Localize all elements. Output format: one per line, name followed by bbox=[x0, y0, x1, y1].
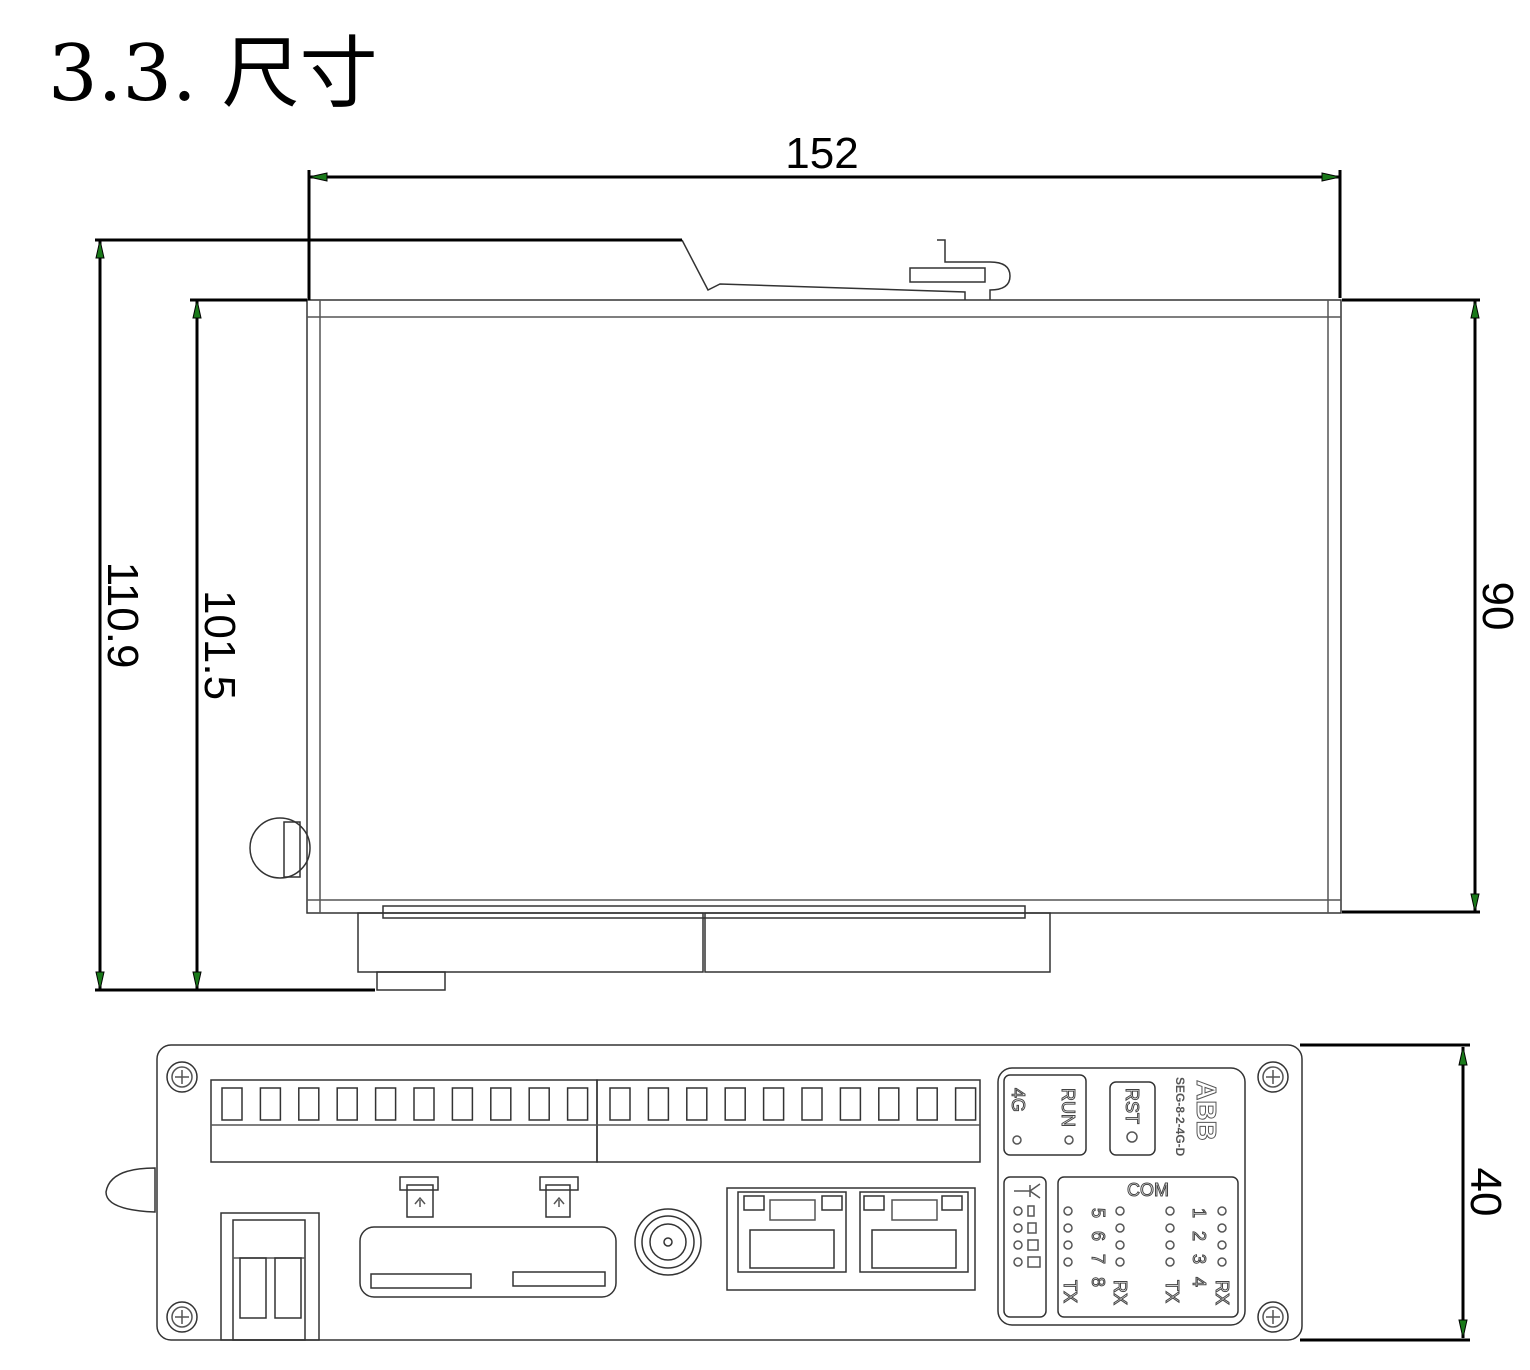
com-led bbox=[1165, 1206, 1175, 1216]
status-panel: RUN 4G RST SEG-8-2-4G-D ABB COM 1 2 3 4 … bbox=[997, 1067, 1246, 1326]
terminal-block-left bbox=[357, 912, 704, 973]
antenna-connector bbox=[634, 1208, 702, 1276]
dim-line-40 bbox=[1300, 1043, 1470, 1342]
terminal-screw bbox=[609, 1087, 631, 1121]
terminal-screw bbox=[374, 1087, 397, 1121]
dim-line-101-5 bbox=[190, 298, 307, 990]
signal-bar bbox=[1027, 1205, 1035, 1217]
power-connector-side bbox=[376, 971, 446, 991]
terminal-screw bbox=[839, 1087, 862, 1121]
din-clip bbox=[681, 239, 966, 300]
reset-knob-side bbox=[249, 817, 311, 879]
rx-label-left: RX bbox=[1110, 1280, 1130, 1305]
com-box bbox=[1057, 1176, 1239, 1318]
top-view bbox=[249, 239, 1342, 991]
com-led bbox=[1217, 1223, 1227, 1233]
terminal-screw bbox=[490, 1087, 512, 1121]
signal-bar bbox=[1027, 1222, 1037, 1234]
terminal-screw bbox=[566, 1087, 589, 1121]
dim-label-152: 152 bbox=[785, 129, 858, 178]
dim-label-110-9: 110.9 bbox=[98, 562, 147, 669]
screw-icon bbox=[1257, 1301, 1289, 1333]
terminal-screw bbox=[298, 1087, 320, 1121]
screw-icon bbox=[166, 1301, 198, 1333]
ethernet-ports bbox=[726, 1187, 976, 1291]
com-title: COM bbox=[1127, 1180, 1169, 1200]
model-label: SEG-8-2-4G-D bbox=[1173, 1077, 1187, 1157]
front-view: RUN 4G RST SEG-8-2-4G-D ABB COM 1 2 3 4 … bbox=[105, 1044, 1303, 1341]
screw-icon bbox=[1257, 1061, 1289, 1093]
signal-box bbox=[1003, 1176, 1047, 1318]
dim-label-101-5: 101.5 bbox=[195, 590, 244, 700]
reset-button[interactable] bbox=[1109, 1081, 1156, 1156]
terminal-screw bbox=[336, 1087, 358, 1121]
tx-label-right: TX bbox=[1162, 1280, 1182, 1303]
terminal-screw bbox=[451, 1087, 474, 1121]
front-panel-outline bbox=[156, 1044, 1303, 1341]
terminal-block-right bbox=[704, 912, 1051, 973]
abb-logo: ABB bbox=[1191, 1080, 1222, 1141]
dimension-arrows bbox=[95, 172, 1480, 1339]
led-box bbox=[1003, 1074, 1087, 1156]
com-led bbox=[1217, 1206, 1227, 1216]
com-led bbox=[1063, 1223, 1073, 1233]
terminal-screw bbox=[801, 1087, 823, 1121]
terminal-screw bbox=[954, 1087, 977, 1121]
signal-led bbox=[1013, 1240, 1023, 1250]
screw-icon bbox=[166, 1061, 198, 1093]
com-led bbox=[1165, 1257, 1175, 1267]
dim-line-152 bbox=[307, 170, 1342, 300]
dimension-lines: 152 110.9 101.5 90 40 bbox=[95, 129, 1522, 1342]
terminal-row bbox=[210, 1079, 981, 1163]
com-ports-1-4: 1 2 3 4 bbox=[1189, 1208, 1209, 1291]
com-led bbox=[1217, 1240, 1227, 1250]
com-led bbox=[1115, 1257, 1125, 1267]
com-led bbox=[1217, 1257, 1227, 1267]
led-4g-label: 4G bbox=[1008, 1088, 1028, 1112]
terminal-screw bbox=[762, 1087, 785, 1121]
terminal-screw bbox=[724, 1087, 746, 1121]
screws bbox=[166, 1061, 1289, 1333]
com-led bbox=[1063, 1240, 1073, 1250]
com-led bbox=[1115, 1240, 1125, 1250]
din-latch bbox=[909, 239, 1011, 300]
knob-front bbox=[105, 1167, 156, 1213]
terminal-screw bbox=[878, 1087, 900, 1121]
led-run-label: RUN bbox=[1058, 1088, 1078, 1127]
com-led bbox=[1165, 1240, 1175, 1250]
terminal-screw bbox=[259, 1087, 282, 1121]
sd-card-slots bbox=[359, 1176, 617, 1298]
signal-led bbox=[1013, 1206, 1023, 1216]
body-inner-lines bbox=[307, 300, 1341, 913]
dim-label-90: 90 bbox=[1473, 582, 1522, 631]
power-connector bbox=[220, 1212, 320, 1341]
section-title: 3.3. 尺寸 bbox=[48, 29, 378, 119]
com-ports-5-8: 5 6 7 8 bbox=[1088, 1208, 1108, 1291]
signal-led bbox=[1013, 1223, 1023, 1233]
tx-label-left: TX bbox=[1060, 1280, 1080, 1303]
com-led bbox=[1165, 1223, 1175, 1233]
dim-label-40: 40 bbox=[1461, 1168, 1510, 1217]
terminal-screw bbox=[413, 1087, 435, 1121]
com-led bbox=[1063, 1257, 1073, 1267]
terminal-screw bbox=[686, 1087, 708, 1121]
reset-label: RST bbox=[1122, 1088, 1142, 1124]
com-led bbox=[1063, 1206, 1073, 1216]
terminal-strip bbox=[382, 905, 1026, 919]
com-led bbox=[1115, 1223, 1125, 1233]
terminal-screw bbox=[916, 1087, 938, 1121]
dim-line-90 bbox=[1342, 298, 1480, 914]
signal-led bbox=[1013, 1257, 1023, 1267]
terminal-screw bbox=[528, 1087, 550, 1121]
terminal-screw bbox=[221, 1087, 243, 1121]
terminal-screw bbox=[647, 1087, 670, 1121]
body-outline bbox=[306, 299, 1342, 914]
com-led bbox=[1115, 1206, 1125, 1216]
dim-line-110-9 bbox=[95, 238, 682, 992]
signal-bar bbox=[1027, 1256, 1041, 1268]
signal-bar bbox=[1027, 1239, 1039, 1251]
antenna-icon bbox=[1014, 1183, 1041, 1199]
rx-label-right: RX bbox=[1212, 1280, 1232, 1305]
